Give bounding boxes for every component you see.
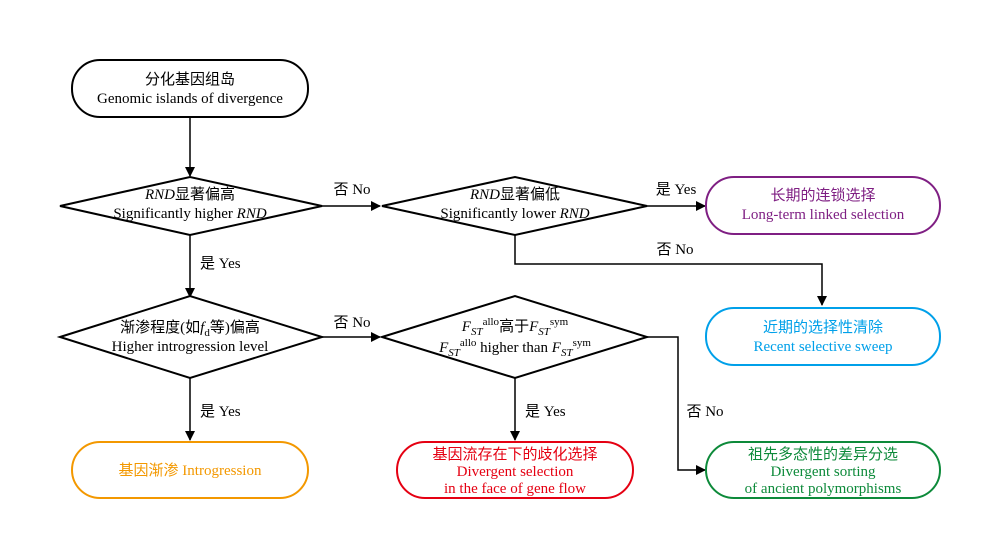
- decision-introgression-level: 渐渗程度(如fd等)偏高 Higher introgression level: [56, 294, 326, 380]
- label-yes-d1: 是 Yes: [200, 256, 241, 272]
- outcome-longterm-en: Long-term linked selection: [742, 207, 905, 223]
- decision-rnd-lower-en: Significantly lower RND: [440, 206, 589, 222]
- label-no-d2: 否 No: [656, 242, 693, 258]
- outcome-divsel-zh: 基因流存在下的歧化选择: [432, 446, 597, 463]
- decision-introgression-zh: 渐渗程度(如fd等)偏高: [120, 318, 260, 339]
- outcome-divergent-sorting: 祖先多态性的差异分选 Divergent sorting of ancient …: [705, 441, 941, 499]
- arrow-d4-to-sorting: [647, 336, 706, 475]
- decision-rnd-higher-en: Significantly higher RND: [113, 206, 266, 222]
- outcome-introgression-text: 基因渐渗 Introgression: [119, 462, 262, 479]
- outcome-longterm-zh: 长期的连锁选择: [770, 187, 875, 204]
- start-node-zh: 分化基因组岛: [145, 71, 235, 88]
- label-yes-d4: 是 Yes: [525, 404, 566, 420]
- outcome-recent-selective-sweep: 近期的选择性清除 Recent selective sweep: [705, 307, 941, 366]
- edge-labels: 否 No 是 Yes 否 No 是 Yes 否 No 是 Yes 是 Yes 否…: [200, 182, 724, 420]
- label-no-d1: 否 No: [333, 182, 370, 198]
- outcome-divergent-selection: 基因流存在下的歧化选择 Divergent selection in the f…: [396, 441, 634, 499]
- outcome-sweep-en: Recent selective sweep: [753, 339, 892, 355]
- outcome-divsel-en1: Divergent selection: [457, 464, 574, 480]
- start-node: 分化基因组岛 Genomic islands of divergence: [71, 59, 309, 118]
- outcome-divsel-en2: in the face of gene flow: [444, 481, 586, 497]
- arrow-d2-to-sweep: [514, 235, 827, 306]
- connectors: [185, 117, 827, 475]
- decision-rnd-lower: RND显著偏低 Significantly lower RND: [381, 175, 648, 237]
- label-yes-d3: 是 Yes: [200, 404, 241, 420]
- start-node-en: Genomic islands of divergence: [97, 91, 283, 107]
- outcome-sorting-zh: 祖先多态性的差异分选: [748, 446, 898, 463]
- label-no-d3: 否 No: [333, 315, 370, 331]
- decision-fst-en: FSTallo higher than FSTsym: [438, 337, 591, 359]
- decision-rnd-lower-zh: RND显著偏低: [469, 186, 560, 203]
- decision-rnd-higher-zh: RND显著偏高: [144, 186, 235, 203]
- decision-introgression-en: Higher introgression level: [112, 339, 269, 355]
- label-no-d4: 否 No: [686, 404, 723, 420]
- outcome-introgression: 基因渐渗 Introgression: [71, 441, 309, 499]
- outcome-sweep-zh: 近期的选择性清除: [763, 319, 883, 336]
- outcome-sorting-en1: Divergent sorting: [770, 464, 876, 480]
- decision-rnd-higher: RND显著偏高 Significantly higher RND: [59, 175, 323, 237]
- decision-fst-comparison: FSTallo高于FSTsym FSTallo higher than FSTs…: [378, 294, 651, 380]
- decision-fst-zh: FSTallo高于FSTsym: [461, 316, 569, 338]
- label-yes-d2: 是 Yes: [656, 182, 697, 198]
- outcome-longterm-linked-selection: 长期的连锁选择 Long-term linked selection: [705, 176, 941, 235]
- outcome-sorting-en2: of ancient polymorphisms: [745, 481, 902, 497]
